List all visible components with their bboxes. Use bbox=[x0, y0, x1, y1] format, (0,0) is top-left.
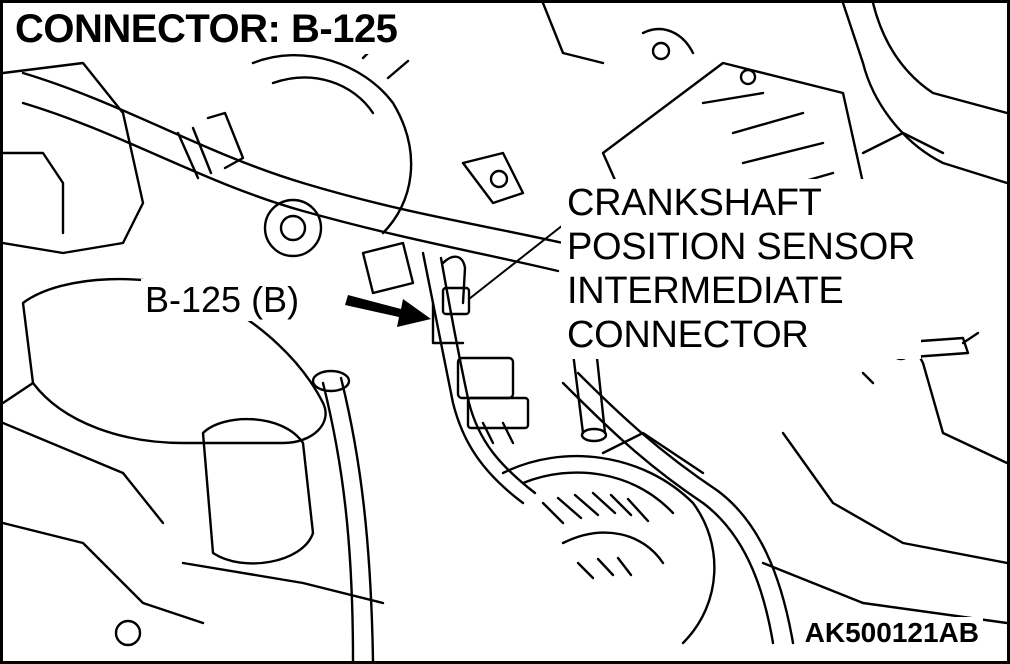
page-title: CONNECTOR: B-125 bbox=[13, 7, 408, 54]
component-label: CRANKSHAFT POSITION SENSOR INTERMEDIATE … bbox=[561, 179, 922, 359]
arrow-right-icon bbox=[345, 295, 431, 327]
alternator-fins bbox=[501, 431, 716, 645]
component-label-line: POSITION SENSOR bbox=[567, 226, 916, 268]
upper-hose bbox=[21, 71, 565, 273]
component-label-line: CONNECTOR bbox=[567, 314, 809, 356]
engine-cover-left bbox=[3, 61, 327, 625]
bracket bbox=[361, 151, 525, 295]
filter-housing bbox=[114, 417, 385, 647]
component-label-line: INTERMEDIATE bbox=[567, 270, 844, 312]
component-label-line: CRANKSHAFT bbox=[567, 182, 822, 224]
wiring-harness bbox=[421, 251, 795, 645]
leader-line bbox=[468, 224, 564, 300]
connector-callout-label: B-125 (B) bbox=[141, 279, 304, 321]
figure-code: AK500121AB bbox=[800, 617, 983, 649]
